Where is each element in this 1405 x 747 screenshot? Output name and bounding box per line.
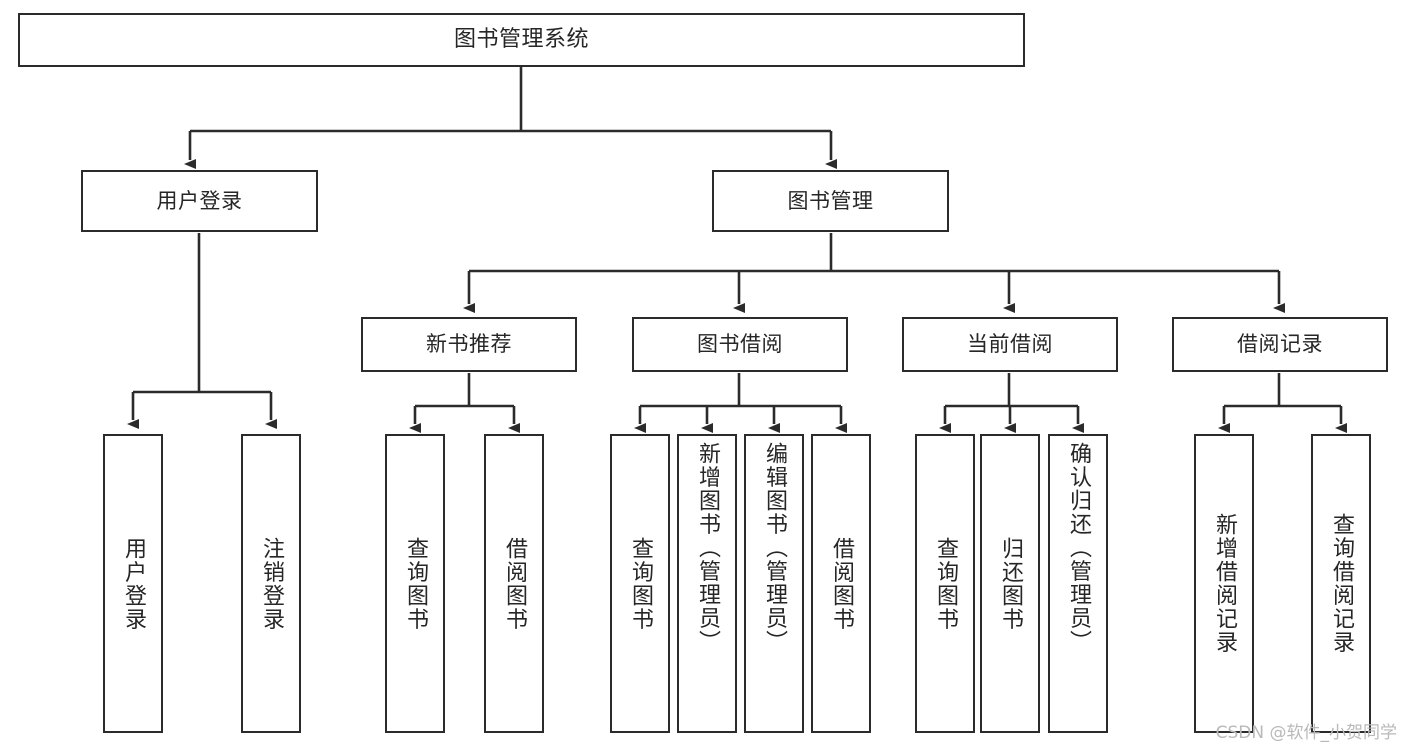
node-user-login[interactable]: 用户登录 <box>81 170 318 232</box>
node-leaf-query-book-3-label: 查询图书 <box>933 536 958 631</box>
node-leaf-logout[interactable]: 注销登录 <box>241 434 301 733</box>
node-leaf-borrow-book-2[interactable]: 借阅图书 <box>811 434 871 733</box>
node-leaf-logout-label: 注销登录 <box>259 536 284 631</box>
node-leaf-query-record-label: 查询借阅记录 <box>1329 513 1354 654</box>
node-leaf-return-book[interactable]: 归还图书 <box>980 434 1040 733</box>
node-leaf-query-book-2-label: 查询图书 <box>628 536 653 631</box>
node-leaf-edit-book-label: 编辑图书（管理员） <box>762 442 787 654</box>
node-leaf-edit-book[interactable]: 编辑图书（管理员） <box>744 434 804 733</box>
node-book-borrow[interactable]: 图书借阅 <box>632 317 848 372</box>
node-new-book-recommend[interactable]: 新书推荐 <box>361 317 577 372</box>
node-leaf-add-book[interactable]: 新增图书（管理员） <box>677 434 737 733</box>
node-current-borrow[interactable]: 当前借阅 <box>902 317 1118 372</box>
node-leaf-confirm-return[interactable]: 确认归还（管理员） <box>1048 434 1108 733</box>
node-leaf-add-book-label: 新增图书（管理员） <box>695 442 720 654</box>
node-current-borrow-label: 当前借阅 <box>967 332 1053 357</box>
node-new-book-recommend-label: 新书推荐 <box>426 332 512 357</box>
node-leaf-query-book-3[interactable]: 查询图书 <box>915 434 975 733</box>
node-leaf-return-book-label: 归还图书 <box>998 536 1023 631</box>
node-leaf-add-record[interactable]: 新增借阅记录 <box>1194 434 1254 733</box>
node-leaf-borrow-book-2-label: 借阅图书 <box>829 536 854 631</box>
node-book-borrow-label: 图书借阅 <box>697 332 783 357</box>
node-root-label: 图书管理系统 <box>453 27 589 53</box>
node-borrow-record-label: 借阅记录 <box>1237 332 1323 357</box>
node-book-manage[interactable]: 图书管理 <box>712 170 949 232</box>
node-leaf-user-login[interactable]: 用户登录 <box>103 434 163 733</box>
node-borrow-record[interactable]: 借阅记录 <box>1172 317 1388 372</box>
node-leaf-user-login-label: 用户登录 <box>121 536 146 631</box>
node-leaf-confirm-return-label: 确认归还（管理员） <box>1066 442 1091 654</box>
node-leaf-query-book-2[interactable]: 查询图书 <box>610 434 670 733</box>
node-book-manage-label: 图书管理 <box>787 188 874 213</box>
node-leaf-add-record-label: 新增借阅记录 <box>1212 513 1237 654</box>
node-leaf-query-book-1[interactable]: 查询图书 <box>385 434 445 733</box>
node-leaf-borrow-book-1-label: 借阅图书 <box>502 536 527 631</box>
node-leaf-query-record[interactable]: 查询借阅记录 <box>1311 434 1371 733</box>
csdn-watermark: CSDN @软件_小贺同学 <box>1215 723 1397 743</box>
node-root[interactable]: 图书管理系统 <box>18 13 1025 67</box>
node-leaf-borrow-book-1[interactable]: 借阅图书 <box>484 434 544 733</box>
node-leaf-query-book-1-label: 查询图书 <box>403 536 428 631</box>
node-user-login-label: 用户登录 <box>156 188 243 213</box>
